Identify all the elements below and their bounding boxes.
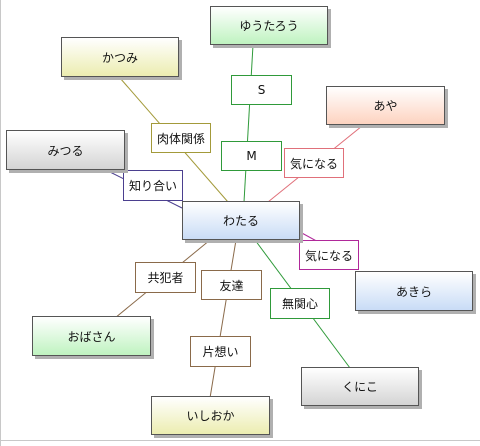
node-katsumi[interactable]: かつみ [61,37,179,77]
node-mitsuru[interactable]: みつる [6,130,125,170]
relation-label-m: M [221,141,282,171]
relation-label-kyouhan: 共犯者 [135,262,196,293]
relation-label-mukanshin: 無関心 [270,288,330,319]
node-yutarou[interactable]: ゆうたろう [210,6,328,45]
relation-label-kininaru-akira: 気になる [299,240,359,270]
relation-label-tomodachi: 友達 [201,270,262,300]
left-rule [0,0,1,446]
node-wataru[interactable]: わたる [182,201,300,240]
edge-wataru-ishioka [209,239,237,399]
relation-label-shiriai: 知り合い [123,170,183,201]
node-ishioka[interactable]: いしおか [151,396,270,435]
relation-label-kininaru-aya: 気になる [284,148,344,178]
relation-label-nikutai: 肉体関係 [151,123,211,153]
node-akira[interactable]: あきら [355,271,473,311]
node-kuniko[interactable]: くにこ [301,367,419,406]
edge-yutarou-wataru [243,44,254,203]
node-aya[interactable]: あや [326,86,445,125]
relation-label-kataomoi: 片想い [190,336,251,367]
relation-label-s: S [231,75,292,105]
bottom-rule [0,440,480,441]
node-obasan[interactable]: おばさん [32,316,151,356]
